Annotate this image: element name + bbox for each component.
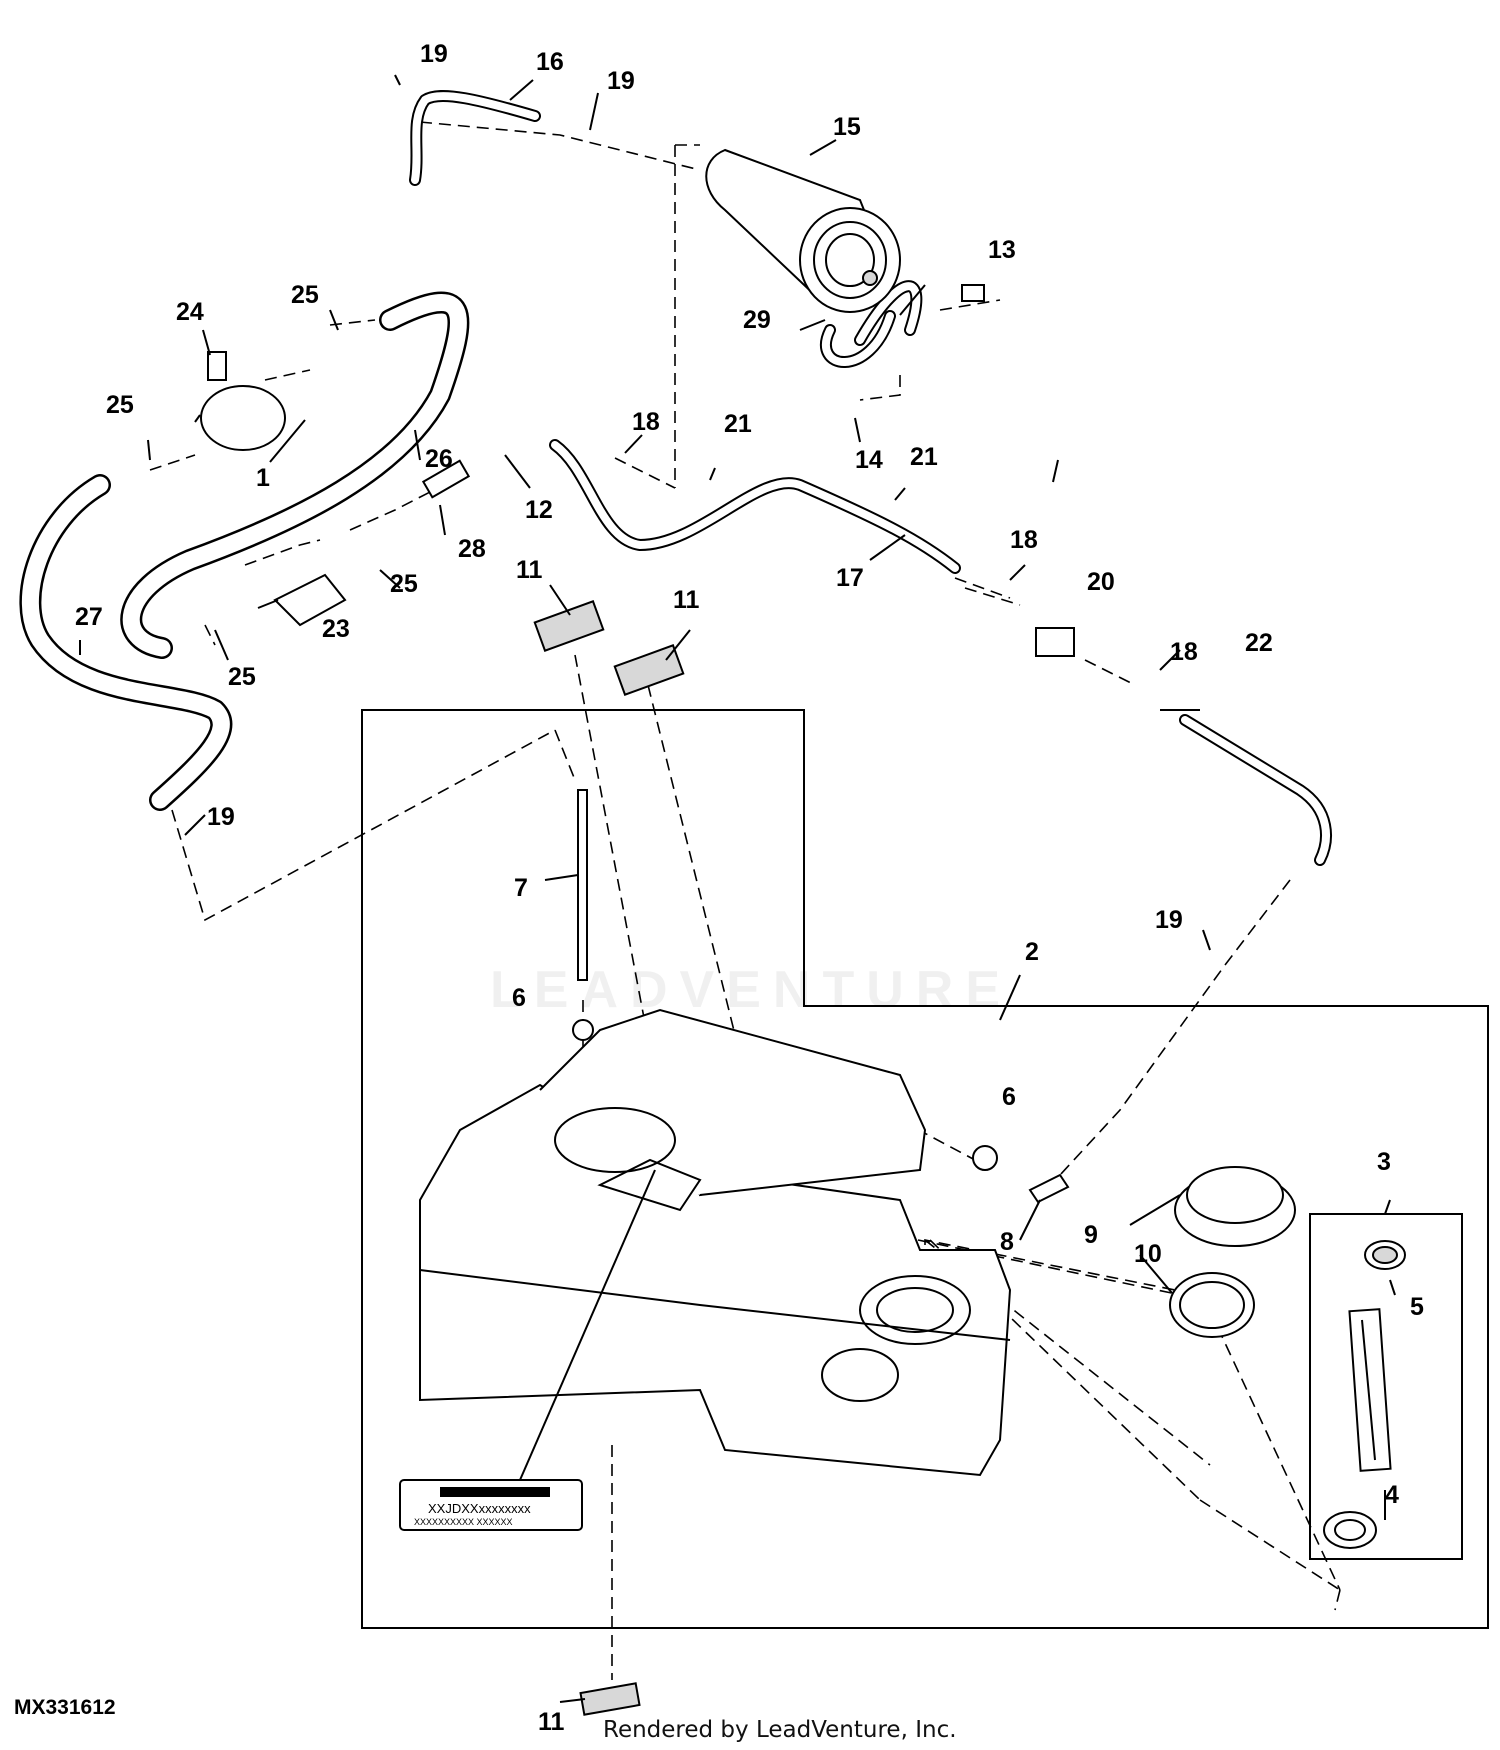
callout-10: 10 <box>1134 1240 1162 1268</box>
pad-11-c <box>579 1682 641 1716</box>
fuel-cap-9 <box>1174 1166 1296 1247</box>
watermark: LEADVENTURE <box>490 961 1013 1019</box>
callout-25-c: 25 <box>390 570 418 598</box>
callout-18-b: 18 <box>1010 526 1038 554</box>
callout-18-a: 18 <box>632 408 660 436</box>
callout-21-b: 21 <box>910 443 938 471</box>
fuel-tank-2 <box>419 1008 1012 1477</box>
callout-25-a: 25 <box>291 281 319 309</box>
render-credit: Rendered by LeadVenture, Inc. <box>603 1717 957 1743</box>
callout-13: 13 <box>988 236 1016 264</box>
callout-7: 7 <box>514 874 528 902</box>
callout-19-a: 19 <box>420 40 448 68</box>
hose-27 <box>19 474 233 811</box>
connector-28 <box>421 459 471 499</box>
callout-6-top: 6 <box>512 984 526 1012</box>
callout-28: 28 <box>458 535 486 563</box>
callout-23: 23 <box>322 615 350 643</box>
fuel-pump-24 <box>194 351 286 451</box>
valve-20 <box>1035 627 1075 657</box>
callout-11-a: 11 <box>516 556 543 584</box>
callout-14: 14 <box>855 446 883 474</box>
callout-24: 24 <box>176 298 204 326</box>
callout-1: 1 <box>256 464 270 492</box>
callout-19-d: 19 <box>1155 906 1183 934</box>
fuel-filter-23 <box>257 573 347 627</box>
callout-3: 3 <box>1377 1148 1391 1176</box>
line-17 <box>549 439 961 574</box>
decal-line-2: XXXXXXXXXX XXXXXX <box>414 1517 513 1527</box>
sender-unit <box>1348 1308 1392 1472</box>
callout-20: 20 <box>1087 568 1115 596</box>
callout-18-c: 18 <box>1170 638 1198 666</box>
callout-12: 12 <box>525 496 553 524</box>
fuel-line-7 <box>577 789 588 981</box>
callout-15: 15 <box>833 113 861 141</box>
callout-2: 2 <box>1025 938 1039 966</box>
canister-15 <box>705 148 901 313</box>
callout-4: 4 <box>1385 1481 1399 1509</box>
tank-assembly-group-box <box>361 709 1489 1629</box>
callout-labels: 1 2 3 4 5 6 6 7 8 9 10 11 11 11 12 13 14… <box>75 40 1424 1736</box>
callout-29: 29 <box>743 306 771 334</box>
callout-17: 17 <box>836 564 864 592</box>
callout-21-a: 21 <box>724 410 752 438</box>
gasket-10 <box>1169 1272 1255 1338</box>
decal-line-1: XXJDXXxxxxxxxx <box>428 1501 531 1516</box>
grommet-6-top <box>572 1019 594 1041</box>
hose-29 <box>820 280 923 368</box>
clip-13 <box>961 284 985 302</box>
diagram-id-label: MX331612 <box>14 1696 116 1719</box>
seal-4 <box>1323 1511 1377 1549</box>
callout-11-b: 11 <box>673 586 700 614</box>
callout-8: 8 <box>1000 1228 1014 1256</box>
hose-26 <box>120 291 470 659</box>
callout-5: 5 <box>1410 1293 1424 1321</box>
line-22 <box>1179 714 1332 866</box>
callout-19-b: 19 <box>607 67 635 95</box>
assembly-dashed-lines <box>149 121 1341 1680</box>
leader-lines <box>79 74 1396 1703</box>
callout-19-c: 19 <box>207 803 235 831</box>
callout-9: 9 <box>1084 1221 1098 1249</box>
callout-16: 16 <box>536 48 564 76</box>
fuel-gauge-5 <box>1364 1240 1406 1270</box>
callout-11-c: 11 <box>538 1708 565 1736</box>
callout-25-d: 25 <box>228 663 256 691</box>
pad-11-a <box>533 600 605 652</box>
grommet-6-side <box>972 1145 998 1171</box>
callout-26: 26 <box>425 445 453 473</box>
pad-11-b <box>613 644 685 696</box>
callout-6-side: 6 <box>1002 1083 1016 1111</box>
hose-16 <box>409 90 541 186</box>
callout-22: 22 <box>1245 629 1273 657</box>
callout-25-b: 25 <box>106 391 134 419</box>
barcode-decal: XXJDXXxxxxxxxx XXXXXXXXXX XXXXXX <box>399 1479 583 1531</box>
elbow-fitting-8 <box>1028 1173 1070 1204</box>
callout-27: 27 <box>75 603 103 631</box>
